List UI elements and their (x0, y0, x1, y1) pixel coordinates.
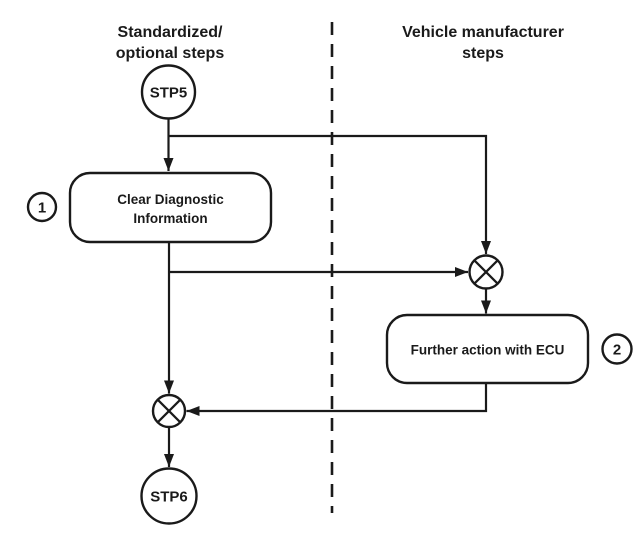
clear-diagnostic-information-box (68, 171, 273, 244)
step-number-1-badge (26, 191, 58, 223)
connector-stp5-branch-to-right-xor (168, 134, 491, 254)
further-action-with-ecu-box (385, 313, 590, 385)
stp5-start-node (140, 64, 197, 120)
right-column-header-line2: steps (462, 45, 504, 62)
stp6-end-node (140, 467, 198, 525)
left-column-header-line2: optional steps (116, 45, 225, 62)
further-action-with-ecu-label: Further action with ECU (411, 343, 565, 358)
stp5-start-node-label: STP5 (150, 85, 188, 102)
step-number-2-label: 2 (613, 342, 621, 359)
xor-junction-left-cross-line-2 (156, 398, 182, 424)
right-column-header-line1: Vehicle manufacturer (402, 24, 564, 41)
xor-junction-right (468, 254, 504, 290)
clear-diagnostic-information-label-line1: Clear Diagnostic (117, 192, 224, 207)
clear-diagnostic-information-label-line2: Information (133, 211, 207, 226)
step-number-1-label: 1 (38, 200, 46, 217)
connector-further-action-to-left-xor (186, 383, 488, 416)
xor-junction-right-cross-line-2 (473, 259, 499, 285)
xor-junction-left (151, 393, 187, 429)
step-number-2-badge (601, 333, 633, 365)
stp6-end-node-label: STP6 (150, 489, 188, 506)
left-column-header-line1: Standardized/ (118, 24, 223, 41)
